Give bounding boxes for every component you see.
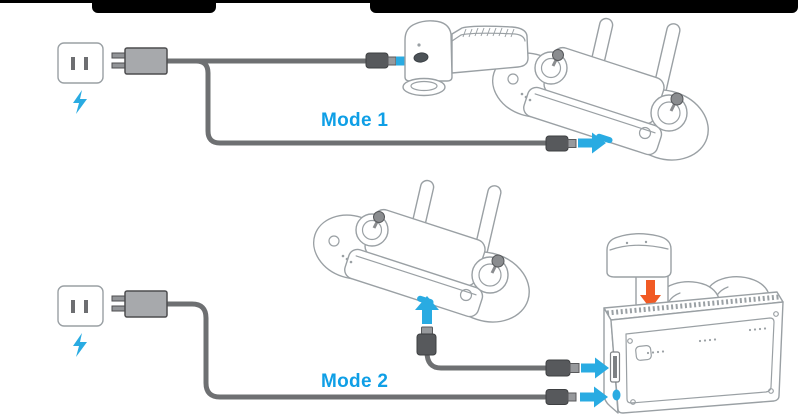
battery-ridge (451, 32, 526, 42)
battery-front (404, 20, 453, 82)
connector-tip (569, 363, 580, 373)
micro-usb-connector-icon (545, 389, 569, 405)
hub-button (635, 344, 652, 361)
hub-screw (773, 311, 779, 317)
hub-rim-hatch (606, 294, 780, 316)
mode2-label: Mode 2 (321, 371, 389, 392)
battery-body (451, 25, 529, 74)
blue-arrow-icon (581, 357, 609, 379)
top-artifact-blob (370, 0, 798, 13)
hub-usb-a-slot (613, 356, 617, 378)
hub-vent-dots (646, 327, 767, 355)
blue-arrow-icon (578, 132, 606, 154)
connector-tip (421, 326, 433, 335)
hub-battery-icon (606, 233, 672, 278)
hub-screw (627, 338, 633, 344)
battery-vents (462, 27, 515, 38)
micro-usb-connector-icon (545, 135, 569, 152)
battery-charge-port (413, 52, 429, 63)
hub-front-panel (625, 317, 775, 404)
usb-cable (164, 301, 549, 400)
battery-dot (644, 240, 648, 244)
hub-screw (768, 388, 774, 394)
outlet-and-adapter (57, 42, 168, 115)
hub-screw (630, 399, 636, 405)
mode1-section (57, 15, 719, 173)
drone-battery-icon (402, 20, 529, 97)
mode2-section (57, 177, 784, 414)
outlet-and-adapter (57, 285, 168, 358)
hub-micro-usb-port (612, 389, 621, 401)
hub-battery-detail (609, 244, 669, 251)
usb-cable (193, 58, 549, 146)
hub-front (610, 301, 784, 414)
battery-dot (625, 241, 629, 245)
connector-tip (387, 56, 397, 66)
blue-arrow-icon (415, 296, 439, 324)
orange-down-arrow-icon (640, 280, 661, 309)
micro-usb-connector-icon (365, 52, 389, 69)
battery-led (417, 43, 421, 47)
battery-charging-hub-icon (603, 233, 784, 414)
blue-arrow-icon (580, 386, 608, 408)
usb-a-connector-icon (545, 359, 571, 377)
usb-cable (424, 349, 549, 371)
mode1-label: Mode 1 (321, 110, 389, 131)
connector-tip (567, 392, 577, 402)
micro-usb-connector-icon (416, 333, 437, 356)
connector-tip (567, 139, 577, 148)
top-artifact-blob (92, 0, 216, 13)
battery-foot-inner (410, 80, 438, 92)
